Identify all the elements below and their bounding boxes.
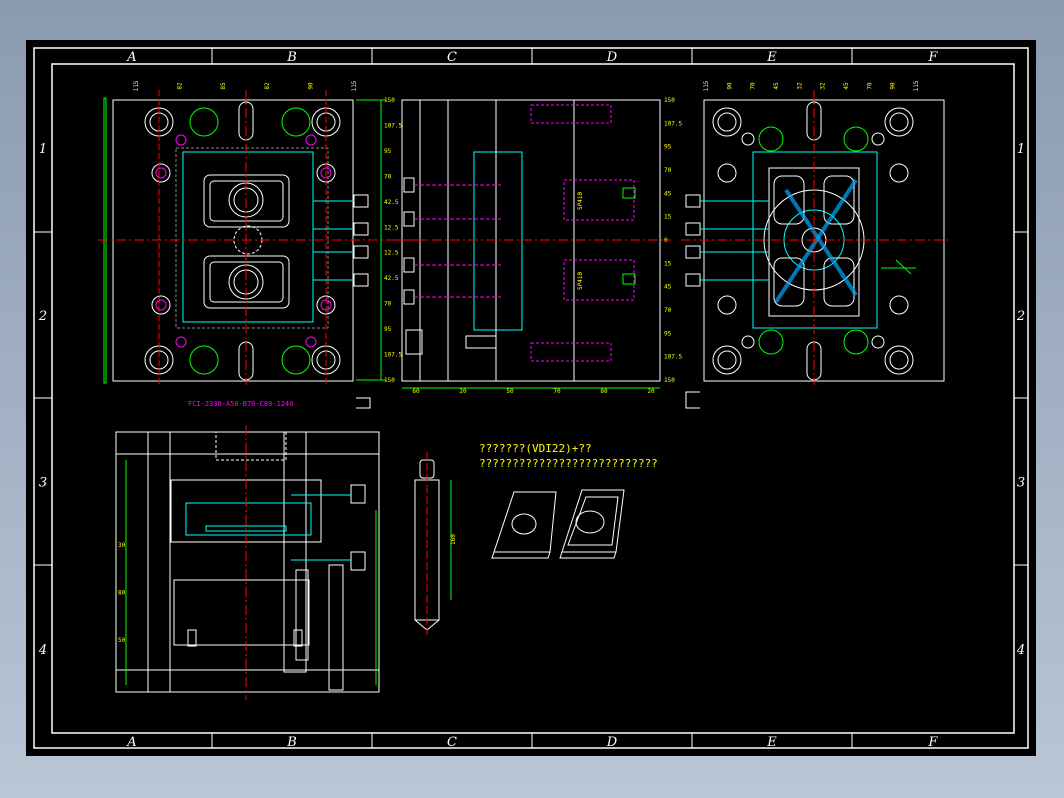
section-bottom-dim-2: 50 xyxy=(506,388,514,395)
note-line-2: ??????????????????????????? xyxy=(479,457,658,470)
zone-label-col-a-bottom: A xyxy=(126,735,136,750)
section-bottom-dim-4: 80 xyxy=(600,388,608,395)
right-plan-top-dim-7: 70 xyxy=(866,82,873,90)
right-plan-left-dim-4: 45 xyxy=(664,190,672,197)
note-line-1: ???????(VDI22)+?? xyxy=(479,442,592,455)
zone-label-col-b-bottom: B xyxy=(286,735,297,750)
right-plan-top-dim-1: 90 xyxy=(726,82,733,90)
zone-label-col-c-bottom: C xyxy=(447,735,457,750)
right-plan-left-dim-3: 70 xyxy=(664,167,672,174)
zone-label-row-3-left: 3 xyxy=(39,476,47,491)
right-plan-left-dim-8: 45 xyxy=(664,284,672,291)
section-bottom-dim-1: 20 xyxy=(459,388,467,395)
zone-label-col-b-top: B xyxy=(286,50,297,65)
right-plan-left-dim-9: 70 xyxy=(664,307,672,314)
side-section-view xyxy=(115,425,380,700)
zone-label-row-1-right: 1 xyxy=(1017,142,1025,157)
right-plan-left-dim-12: 150 xyxy=(664,377,675,384)
right-plan-left-dim-7: 15 xyxy=(664,260,672,267)
side-view-dim-0: 30 xyxy=(118,542,126,549)
right-plan-top-dim-5: 32 xyxy=(820,82,827,90)
drawing-svg: A A B B C C D D E E F F 1 1 2 2 3 3 4 4 xyxy=(33,47,1029,750)
side-view-dim-1: 80 xyxy=(118,590,126,597)
zone-label-row-3-right: 3 xyxy=(1017,476,1025,491)
section-label-1: SP410 xyxy=(577,272,584,290)
side-view-dim-2: 50 xyxy=(118,637,126,644)
zone-label-row-2-left: 2 xyxy=(38,309,47,324)
right-plan-top-dim-4: 32 xyxy=(796,82,803,90)
zone-label-col-a-top: A xyxy=(126,50,136,65)
zone-label-col-f-top: F xyxy=(927,50,938,65)
left-plan-right-dim-1: 107.5 xyxy=(384,122,402,129)
product-isometric xyxy=(491,489,625,559)
left-plan-right-dim-6: 12.5 xyxy=(384,250,399,257)
right-plan-left-dim-6: 0 xyxy=(664,237,668,244)
right-plan-left-dim-1: 107.5 xyxy=(664,120,682,127)
section-bottom-dim-3: 70 xyxy=(553,388,561,395)
zone-dividers xyxy=(34,48,1028,748)
left-plan-right-dim-5: 12.5 xyxy=(384,224,399,231)
left-plan-right-dim-2: 95 xyxy=(384,148,392,155)
center-section-view xyxy=(396,99,671,389)
text-overlay: FCI-2330-A50-B70-C80-1240 ???????(VDI22)… xyxy=(118,80,920,644)
section-label-0: SP410 xyxy=(577,192,584,210)
left-plan-right-dim-4: 42.5 xyxy=(384,199,399,206)
left-plan-top-dim-1: 82 xyxy=(177,82,184,90)
right-plan-top-dim-2: 70 xyxy=(750,82,757,90)
zone-label-col-c-top: C xyxy=(447,50,457,65)
ejector-pin-detail xyxy=(414,452,452,635)
section-bottom-dim-5: 20 xyxy=(647,388,655,395)
right-plan-view xyxy=(681,90,951,409)
left-plan-view xyxy=(98,90,426,409)
right-plan-top-dim-8: 90 xyxy=(890,82,897,90)
left-plan-top-dim-3: 82 xyxy=(264,82,271,90)
zone-label-row-2-right: 2 xyxy=(1016,309,1025,324)
left-plan-top-dim-5: 115 xyxy=(351,80,358,91)
zone-label-col-d-top: D xyxy=(606,50,618,65)
right-plan-left-dim-11: 107.5 xyxy=(664,354,682,361)
left-plan-right-dim-10: 107.5 xyxy=(384,352,402,359)
zone-label-col-e-bottom: E xyxy=(766,735,777,750)
zone-label-row-4-right: 4 xyxy=(1016,643,1025,658)
right-plan-top-dim-0: 115 xyxy=(703,80,710,91)
left-plan-right-dim-0: 150 xyxy=(384,97,395,104)
zone-label-row-4-left: 4 xyxy=(38,643,47,658)
left-plan-right-dim-8: 70 xyxy=(384,301,392,308)
left-plan-right-dim-3: 70 xyxy=(384,173,392,180)
zone-label-col-e-top: E xyxy=(766,50,777,65)
left-plan-top-dim-0: 115 xyxy=(133,80,140,91)
pin-length-dim: 160 xyxy=(450,534,457,545)
left-plan-top-dim-4: 90 xyxy=(307,82,314,90)
right-plan-left-dim-2: 95 xyxy=(664,144,672,151)
zone-label-col-d-bottom: D xyxy=(606,735,618,750)
right-plan-top-dim-6: 45 xyxy=(843,82,850,90)
zone-label-col-f-bottom: F xyxy=(927,735,938,750)
cad-drawing-sheet: A A B B C C D D E E F F 1 1 2 2 3 3 4 4 xyxy=(26,40,1036,756)
right-plan-left-dim-0: 150 xyxy=(664,97,675,104)
left-plan-right-dim-7: 42.5 xyxy=(384,275,399,282)
right-plan-left-dim-5: 15 xyxy=(664,214,672,221)
zone-label-row-1-left: 1 xyxy=(39,142,47,157)
right-plan-top-dim-9: 115 xyxy=(913,80,920,91)
left-plan-right-dim-11: 150 xyxy=(384,377,395,384)
left-plan-top-dim-2: 85 xyxy=(220,82,227,90)
mold-base-code: FCI-2330-A50-B70-C80-1240 xyxy=(188,400,293,408)
right-plan-left-dim-10: 95 xyxy=(664,330,672,337)
zone-labels: A A B B C C D D E E F F 1 1 2 2 3 3 4 4 xyxy=(38,50,1025,750)
right-plan-top-dim-3: 45 xyxy=(773,82,780,90)
section-bottom-dim-0: 60 xyxy=(412,388,420,395)
left-plan-right-dim-9: 95 xyxy=(384,326,392,333)
